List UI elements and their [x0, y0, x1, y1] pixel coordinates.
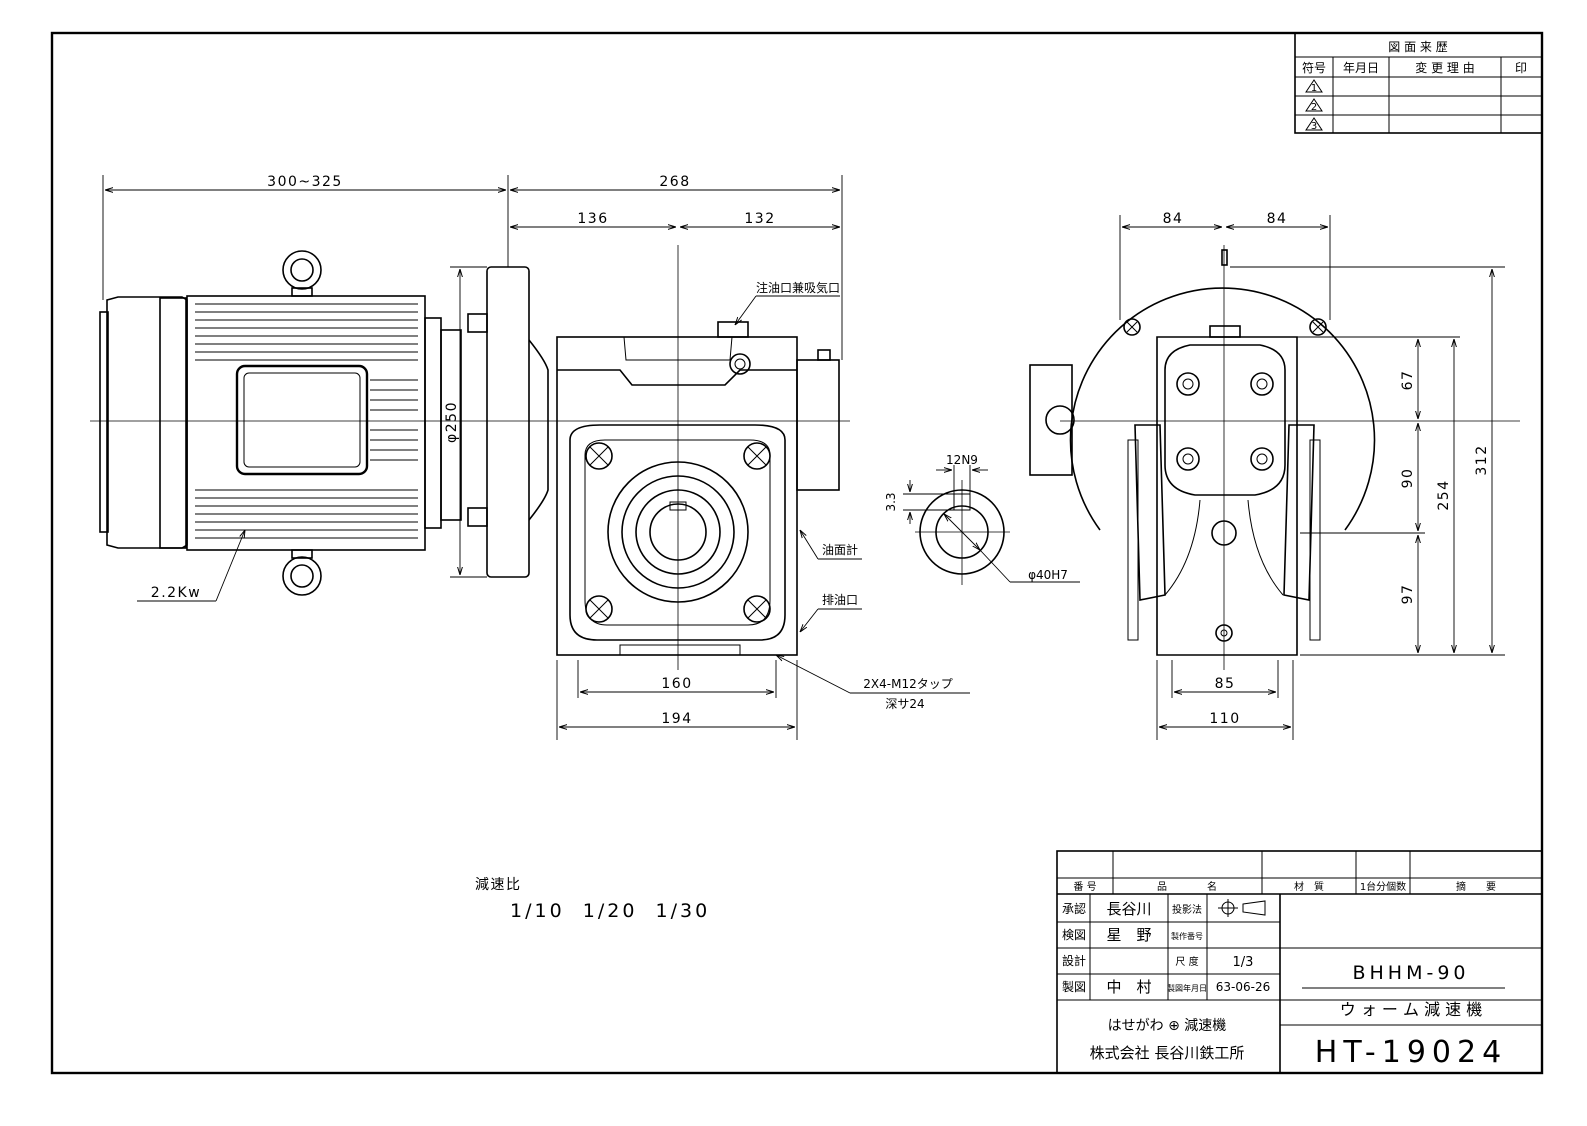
revision-symbol-2: 2 [1305, 98, 1323, 113]
ratio-label: 減速比 [475, 876, 522, 893]
dim-84-left: 84 [1163, 211, 1184, 227]
dim-67: 67 [1400, 370, 1416, 391]
cover-bolts [1176, 372, 1274, 642]
motor-body [186, 295, 426, 551]
dim-84-right: 84 [1267, 211, 1288, 227]
front-dimensions: 300~325 268 136 132 φ250 2.2Kw 160 194 2… [102, 174, 970, 740]
approve-label: 承認 [1062, 901, 1086, 916]
motor-fins [195, 303, 418, 539]
motor-power-label: 2.2Kw [151, 585, 201, 601]
oil-inlet-label: 注油口兼吸気口 [756, 280, 840, 295]
oil-drain-label: 排油口 [822, 593, 858, 607]
dim-254: 254 [1436, 479, 1452, 510]
dim-132: 132 [744, 211, 775, 227]
col-number: 番 号 [1073, 881, 1096, 893]
dim-312: 312 [1474, 444, 1490, 475]
tap-holes-label: 2X4-M12タップ [863, 677, 952, 691]
dim-268: 268 [659, 174, 690, 190]
motor-fan-cover [106, 296, 188, 549]
ratio-values: 1/10 1/20 1/30 [510, 900, 710, 922]
key-width-label: 12N9 [946, 453, 978, 467]
svg-text:1: 1 [1311, 83, 1317, 94]
revision-symbol-1: 1 [1305, 79, 1323, 94]
revision-header-symbol: 符号 [1302, 60, 1326, 75]
scale-value: 1/3 [1233, 955, 1254, 970]
design-label: 設計 [1062, 953, 1086, 968]
dim-85: 85 [1215, 676, 1236, 692]
flange-bolts [1123, 318, 1327, 336]
dim-motor-length: 300~325 [267, 174, 343, 190]
side-dimensions: 84 84 67 90 97 254 312 85 110 [1119, 211, 1505, 740]
drawing-border [50, 31, 1544, 1075]
tap-depth-label: 深サ24 [885, 697, 924, 711]
product-name: ウ ォ ー ム 減 速 機 [1340, 1000, 1483, 1019]
brand: はせがわ ⊕ 減速機 [1108, 1017, 1227, 1034]
side-housing [1156, 336, 1298, 656]
flange-outline [1069, 287, 1376, 531]
key-depth-label: 3.3 [884, 492, 898, 511]
dim-160: 160 [661, 676, 692, 692]
title-block: 番 号 品 名 材 質 1台分個数 摘 要 承認 長谷川 検図 星 野 設計 製… [1056, 850, 1543, 1074]
col-qty: 1台分個数 [1360, 880, 1406, 893]
model: BHHM-90 [1352, 962, 1469, 984]
eye-bolt-bottom [282, 549, 322, 596]
revision-symbol-3: 3 [1305, 117, 1323, 132]
motor-flange [486, 266, 530, 578]
oil-gauge-label: 油面計 [822, 542, 858, 557]
dim-110: 110 [1209, 711, 1240, 727]
shaft-bore-label: φ40H7 [1028, 568, 1068, 582]
col-name: 品 名 [1157, 880, 1217, 893]
company: 株式会社 長谷川鉄工所 [1090, 1044, 1245, 1062]
terminal-box [235, 364, 369, 476]
revision-table: 図 面 来 歴 符号 年月日 変 更 理 由 印 1 2 3 [1294, 32, 1543, 134]
side-view [1029, 245, 1520, 670]
drawing-number: HT-19024 [1315, 1035, 1507, 1070]
draw-name: 中 村 [1106, 978, 1151, 996]
col-remarks: 摘 要 [1456, 880, 1496, 893]
mounting-bolts [585, 442, 771, 623]
svg-text:3: 3 [1311, 121, 1317, 132]
date-value: 63-06-26 [1216, 980, 1270, 994]
approve-name: 長谷川 [1106, 900, 1151, 918]
scale-label: 尺 度 [1175, 955, 1198, 968]
product-no-label: 製作番号 [1171, 931, 1203, 941]
col-material: 材 質 [1294, 880, 1324, 893]
check-name: 星 野 [1106, 926, 1151, 944]
revision-header-reason: 変 更 理 由 [1415, 60, 1474, 75]
front-view [90, 245, 850, 670]
dim-194: 194 [661, 711, 692, 727]
projection-symbol-icon [1218, 899, 1266, 917]
check-label: 検図 [1062, 928, 1086, 942]
dim-136: 136 [577, 211, 608, 227]
revision-header-date: 年月日 [1343, 61, 1379, 75]
dim-97: 97 [1400, 584, 1416, 605]
revision-header-seal: 印 [1515, 61, 1527, 75]
eye-bolt-top [282, 250, 322, 297]
shaft-section: 12N9 3.3 φ40H7 [884, 453, 1080, 585]
date-label: 製図年月日 [1167, 983, 1207, 993]
projection-label: 投影法 [1172, 903, 1202, 916]
revision-title: 図 面 来 歴 [1388, 40, 1447, 54]
dim-flange-dia: φ250 [444, 401, 460, 443]
dim-90: 90 [1400, 468, 1416, 489]
svg-text:2: 2 [1311, 102, 1317, 113]
draw-label: 製図 [1062, 980, 1086, 994]
